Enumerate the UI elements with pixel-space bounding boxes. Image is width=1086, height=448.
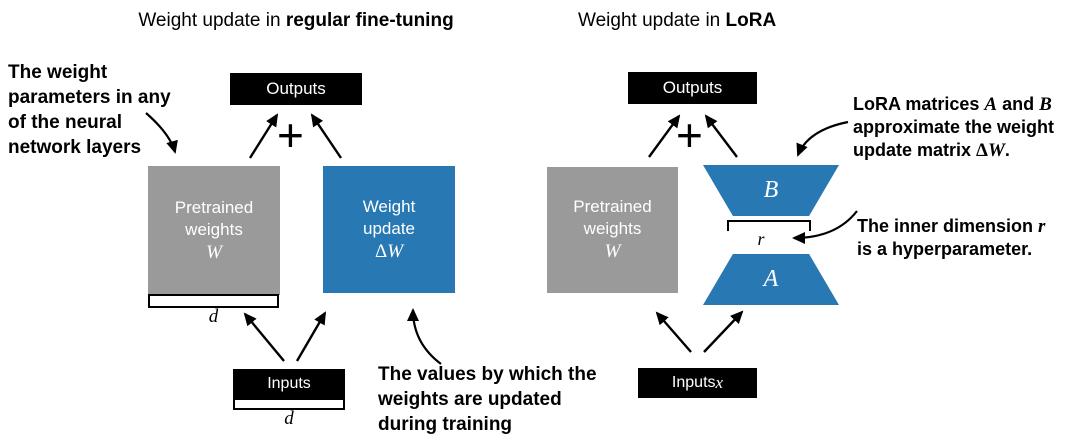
right-plus-sign: +: [676, 109, 703, 161]
arrow-pretrained-to-outputs-right: [648, 114, 681, 158]
right-title-bold: LoRA: [725, 10, 777, 31]
left-inputs-box: Inputs: [233, 369, 345, 399]
left-pretrained-weights-box: Pretrained weights W: [148, 166, 280, 295]
arrow-annotation-to-update: [407, 308, 442, 365]
arrow-lora-to-outputs: [704, 114, 738, 158]
left-title: Weight update in regular fine-tuning: [120, 10, 472, 32]
symbol-x: x: [715, 373, 724, 392]
right-pretrained-weights-box: Pretrained weights W: [547, 167, 678, 293]
arrow-update-to-outputs: [310, 113, 342, 159]
left-title-normal: Weight update in: [138, 10, 286, 31]
left-inputs-label: Inputs: [267, 375, 311, 392]
d-dimension-bracket-inputs: [233, 398, 345, 410]
symbol-delta-W: ΔW: [374, 240, 404, 262]
right-title: Weight update in LoRA: [578, 10, 776, 32]
left-plus-sign: +: [277, 109, 304, 161]
left-title-bold: regular fine-tuning: [285, 10, 454, 31]
arrow-annotation-to-matrix-b: [796, 120, 849, 157]
arrow-pretrained-to-outputs: [248, 113, 279, 159]
d-dimension-bracket-weights: [148, 294, 279, 308]
symbol-W: W: [604, 241, 621, 262]
left-outputs-box: Outputs: [230, 73, 362, 105]
d-label-inputs: d: [284, 408, 294, 429]
annotation-weight-update: The values by which the weights are upda…: [378, 364, 597, 435]
d-label-weights: d: [208, 306, 219, 327]
arrow-inputs-to-pretrained-right: [655, 311, 692, 353]
weight-update-box: Weight update ΔW: [323, 166, 455, 293]
r-label: r: [757, 229, 765, 249]
right-title-normal: Weight update in: [578, 10, 726, 31]
symbol-W: W: [206, 241, 222, 263]
right-inputs-label: Inputs: [671, 374, 716, 391]
arrow-inputs-to-update: [295, 311, 327, 362]
matrix-B-label: B: [763, 177, 779, 203]
left-outputs-label: Outputs: [266, 79, 326, 98]
arrow-inputs-to-matrix-a: [703, 310, 744, 353]
right-outputs-label: Outputs: [662, 78, 723, 97]
lora-matrix-B: B: [703, 165, 839, 216]
matrix-A-label: A: [763, 266, 779, 292]
right-inputs-box: Inputs x: [638, 368, 757, 398]
annotation-lora-matrices: LoRA matrices A and B approximate the we…: [853, 94, 1055, 161]
right-outputs-box: Outputs: [628, 72, 757, 104]
annotation-pretrained-weights: The weight parameters in any of the neur…: [8, 62, 171, 158]
annotation-inner-dimension: The inner dimension r is a hyperparamete…: [857, 216, 1046, 259]
lora-matrix-A: A: [703, 254, 839, 305]
